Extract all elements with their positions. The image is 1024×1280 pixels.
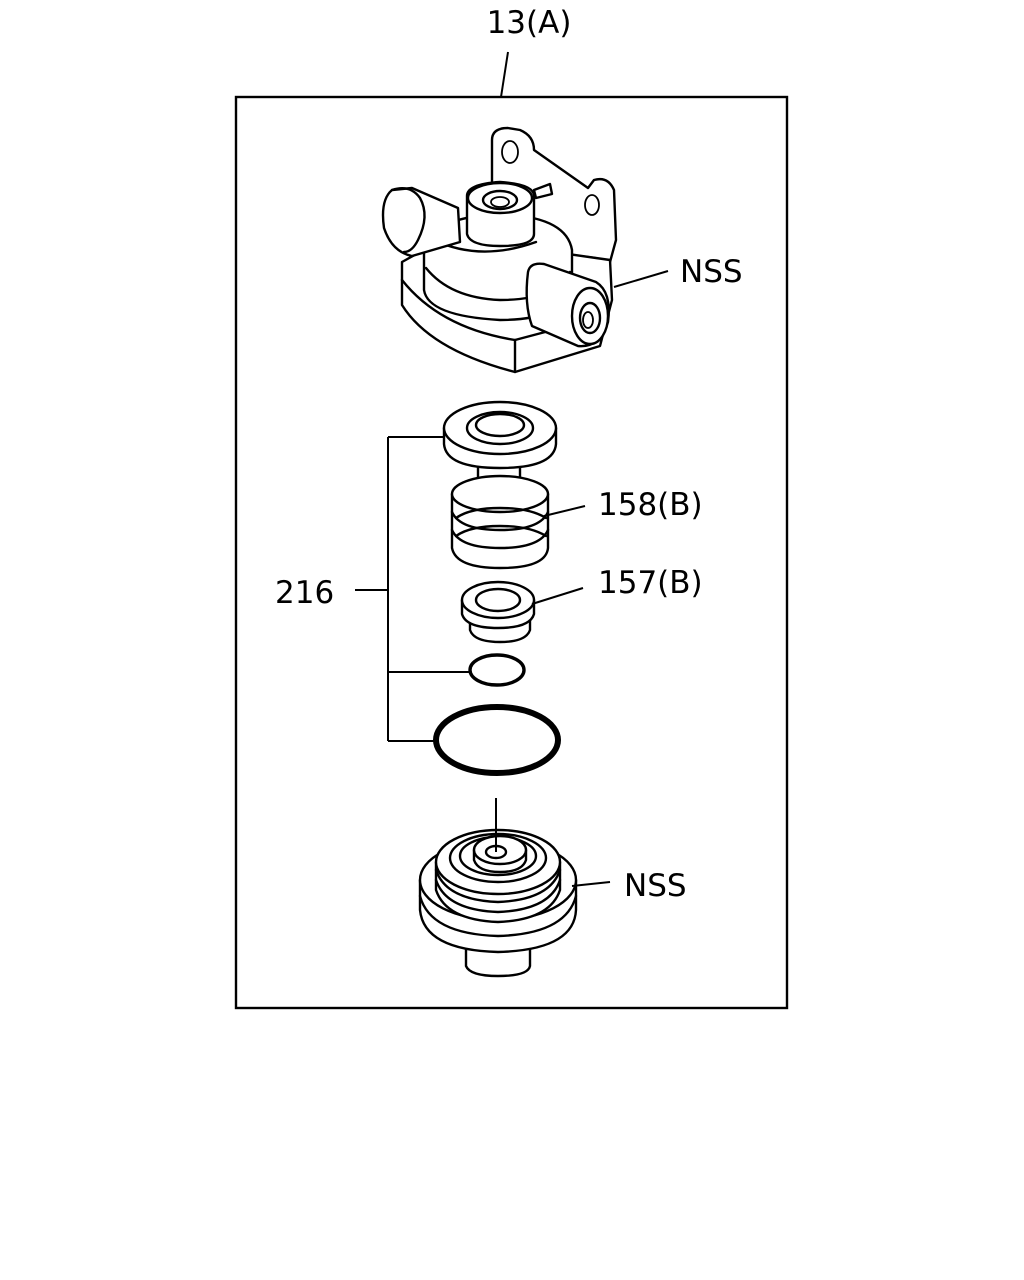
- large-o-ring: [433, 704, 561, 776]
- kit-bracket: [355, 436, 469, 742]
- small-o-ring: [468, 653, 526, 687]
- diagram-frame: [234, 95, 789, 1010]
- housing-part: [381, 126, 618, 374]
- leader-housing: [613, 270, 669, 288]
- label-housing: NSS: [680, 254, 743, 290]
- label-cap: NSS: [624, 868, 687, 904]
- label-assembly: 13(A): [487, 5, 572, 41]
- spring-part: [450, 474, 550, 570]
- label-kit: 216: [275, 575, 334, 611]
- label-seat: 157(B): [598, 565, 703, 601]
- label-spring: 158(B): [598, 487, 703, 523]
- cap-part: [418, 828, 578, 978]
- leader-spring: [543, 505, 586, 517]
- seat-part: [460, 580, 536, 644]
- leader-assembly: [500, 51, 509, 98]
- leader-seat: [531, 587, 584, 605]
- leader-cap: [571, 881, 611, 887]
